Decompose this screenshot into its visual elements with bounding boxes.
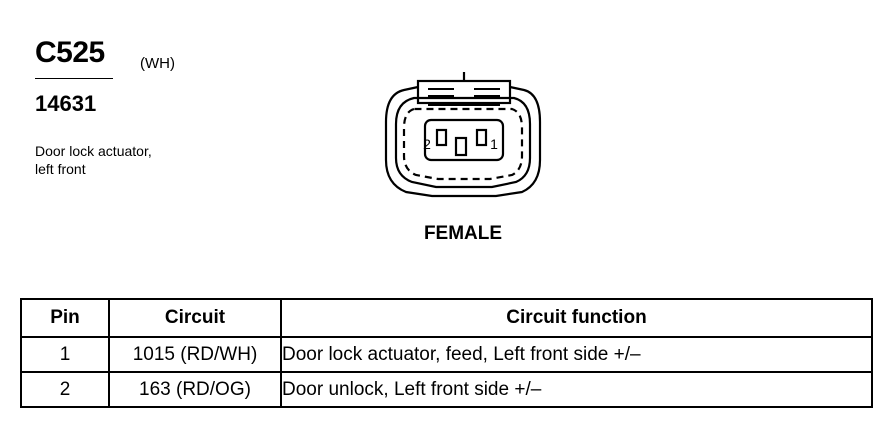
outer-shell	[384, 85, 542, 198]
terminal-pin-2	[435, 128, 448, 147]
connector-description: Door lock actuator, left front	[35, 142, 152, 178]
pin-label-2: 2	[423, 136, 431, 152]
description-line-2: left front	[35, 161, 86, 177]
cell-circuit: 163 (RD/OG)	[108, 371, 282, 408]
cell-circuit-function: Door lock actuator, feed, Left front sid…	[280, 336, 873, 373]
latch-housing	[416, 79, 512, 105]
pin-table: Pin Circuit Circuit function 1 1015 (RD/…	[20, 298, 873, 408]
connector-face-drawing: 2 1	[384, 72, 542, 198]
header-pin: Pin	[20, 298, 110, 338]
connector-id-underline	[35, 78, 113, 79]
header-circuit-function: Circuit function	[280, 298, 873, 338]
inner-shell	[394, 96, 532, 189]
terminal-center	[454, 136, 468, 157]
description-line-1: Door lock actuator,	[35, 143, 152, 159]
part-number: 14631	[35, 91, 97, 116]
table-header-row: Pin Circuit Circuit function	[20, 298, 873, 338]
cell-pin: 1	[20, 336, 110, 373]
view-label: FEMALE	[423, 223, 503, 244]
table-row: 1 1015 (RD/WH) Door lock actuator, feed,…	[20, 336, 873, 373]
cell-circuit-function: Door unlock, Left front side +/–	[280, 371, 873, 408]
connector-color: (WH)	[140, 55, 175, 72]
cell-pin: 2	[20, 371, 110, 408]
table-row: 2 163 (RD/OG) Door unlock, Left front si…	[20, 371, 873, 408]
pin-cavity	[423, 118, 505, 162]
connector-id: C525	[35, 36, 105, 69]
header-circuit: Circuit	[108, 298, 282, 338]
pin-label-1: 1	[490, 136, 498, 152]
seal-ring	[402, 107, 524, 181]
terminal-pin-1	[475, 128, 488, 147]
cell-circuit: 1015 (RD/WH)	[108, 336, 282, 373]
